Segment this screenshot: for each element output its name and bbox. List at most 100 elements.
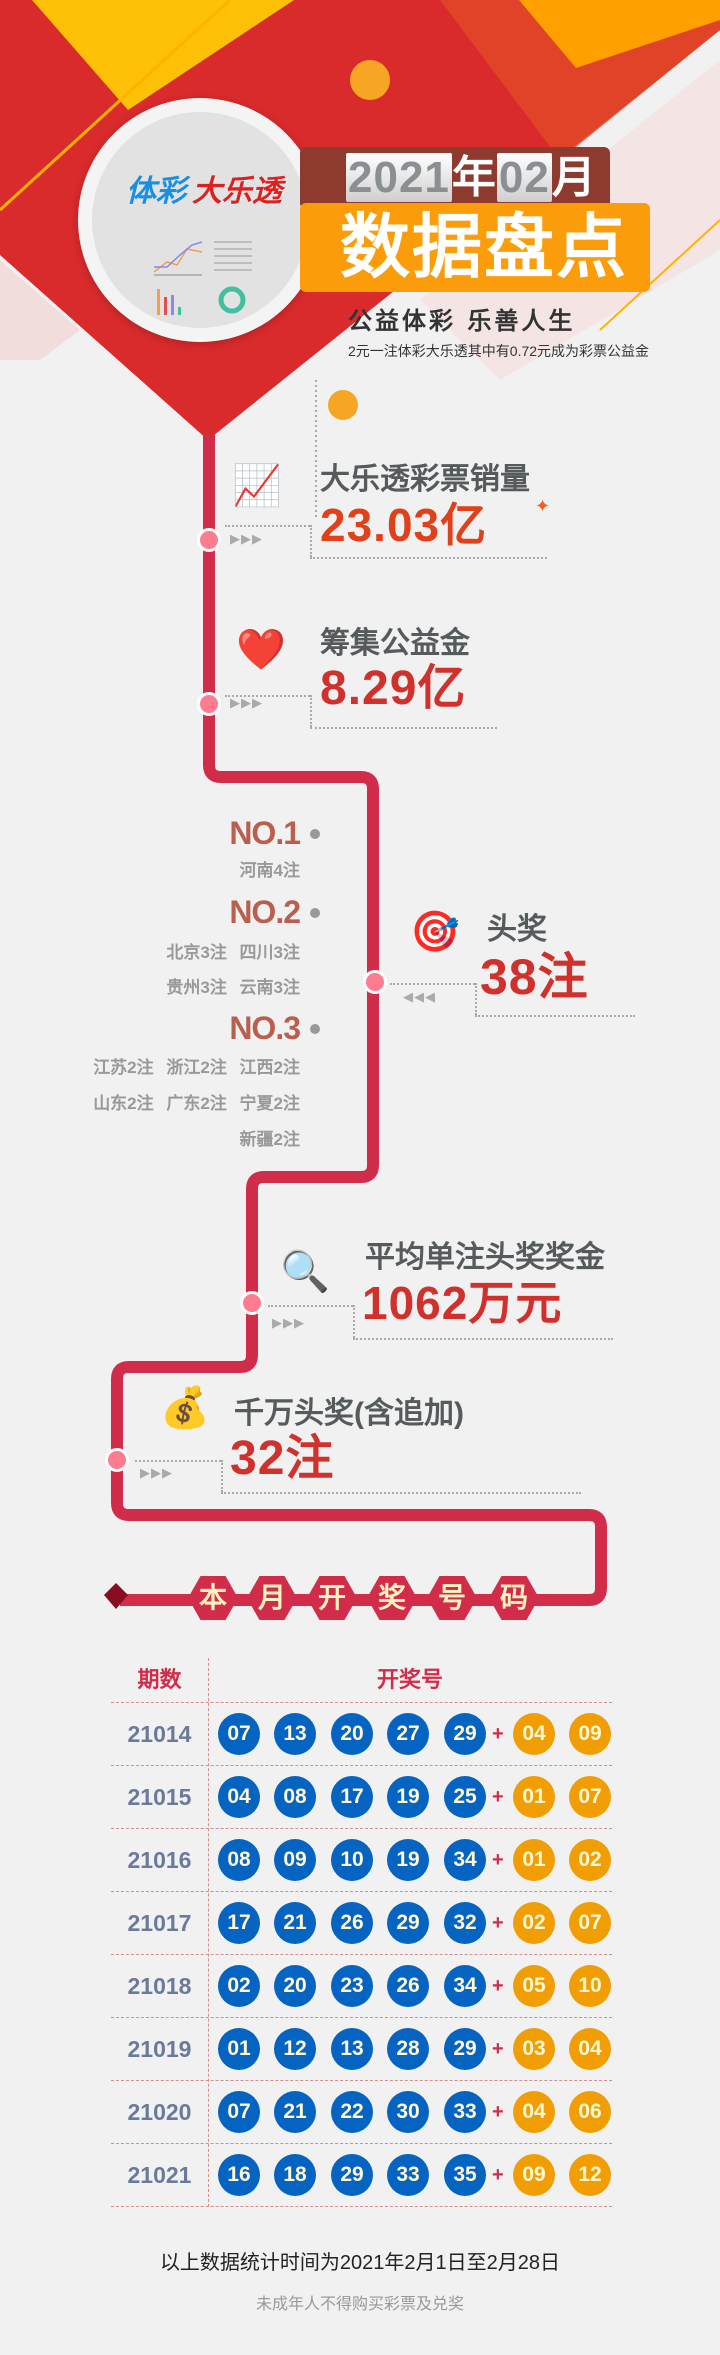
coin-pile-icon: 💰 (160, 1386, 210, 1430)
back-ball: 05 (513, 1965, 555, 2007)
front-ball: 20 (331, 1713, 373, 1755)
front-ball: 08 (274, 1776, 316, 1818)
front-ball: 12 (274, 2028, 316, 2070)
plus-sign: + (492, 2164, 504, 2186)
front-ball: 16 (218, 2154, 260, 2196)
table-header-period: 期数 (137, 1667, 182, 1692)
target-icon: 🎯 (410, 910, 460, 954)
front-ball: 22 (331, 2091, 373, 2133)
sales-label: 大乐透彩票销量 (320, 463, 530, 496)
plus-sign: + (492, 1723, 504, 1745)
back-ball: 09 (513, 2154, 555, 2196)
row-divider (111, 2017, 612, 2018)
row-divider (111, 1828, 612, 1829)
front-ball: 29 (331, 2154, 373, 2196)
page-title: 数据盘点 (300, 203, 650, 292)
front-ball: 07 (218, 2091, 260, 2133)
timeline-node (105, 1448, 129, 1472)
section-title-char: 奖 (367, 1576, 417, 1620)
table-row-period: 21016 (127, 1847, 192, 1873)
timeline-node (363, 970, 387, 994)
table-header-numbers: 开奖号 (376, 1667, 443, 1692)
rank-3-line: 新疆2注 (239, 1130, 300, 1149)
avg-prize-label: 平均单注头奖奖金 (365, 1241, 605, 1274)
front-ball: 20 (274, 1965, 316, 2007)
timeline-node (197, 692, 221, 716)
arrow-right-icon: ▶▶▶ (140, 1465, 173, 1480)
back-ball: 01 (513, 1776, 555, 1818)
rank-1: NO.1 (229, 815, 301, 851)
diamond-marker (104, 1583, 128, 1609)
front-ball: 08 (218, 1839, 260, 1881)
front-ball: 19 (387, 1839, 429, 1881)
logo-circle: 体彩大乐透 (78, 98, 322, 342)
front-ball: 18 (274, 2154, 316, 2196)
back-ball: 02 (569, 1839, 611, 1881)
fund-value: 8.29亿 (320, 662, 467, 715)
arrow-right-icon: ▶▶▶ (272, 1315, 305, 1330)
front-ball: 21 (274, 1902, 316, 1944)
arrow-left-icon: ◀◀◀ (403, 989, 436, 1004)
magnifier-coins-icon: 🔍 (280, 1250, 330, 1294)
front-ball: 09 (274, 1839, 316, 1881)
back-ball: 04 (569, 2028, 611, 2070)
rank-2-line: 贵州3注 云南3注 (166, 978, 300, 997)
arrow-right-icon: ▶▶▶ (230, 695, 263, 710)
front-ball: 25 (444, 1776, 486, 1818)
front-ball: 34 (444, 1965, 486, 2007)
sales-chart-icon: 📈 (232, 464, 282, 508)
plus-sign: + (492, 2038, 504, 2060)
front-ball: 02 (218, 1965, 260, 2007)
section-title-char: 月 (247, 1576, 297, 1620)
rank-1-line: 河南4注 (239, 861, 300, 880)
row-divider (111, 2080, 612, 2081)
front-ball: 13 (274, 1713, 316, 1755)
table-row-period: 21020 (127, 2099, 192, 2125)
front-ball: 23 (331, 1965, 373, 2007)
row-divider (111, 1891, 612, 1892)
sparkle-icon: ✦ (535, 496, 551, 516)
rank-2: NO.2 (229, 894, 301, 930)
footer-note: 以上数据统计时间为2021年2月1日至2月28日 (159, 2252, 561, 2274)
front-ball: 27 (387, 1713, 429, 1755)
coin-icon (350, 60, 390, 100)
front-ball: 32 (444, 1902, 486, 1944)
coin-icon (328, 390, 358, 420)
section-title-char: 本 (188, 1576, 238, 1620)
rank-3-line: 山东2注 广东2注 宁夏2注 (93, 1094, 300, 1113)
back-ball: 06 (569, 2091, 611, 2133)
front-ball: 19 (387, 1776, 429, 1818)
section-title-char: 开 (307, 1576, 357, 1620)
footer-warning: 未成年人不得购买彩票及兑奖 (255, 2296, 464, 2313)
front-ball: 17 (331, 1776, 373, 1818)
plus-sign: + (492, 1912, 504, 1934)
front-ball: 26 (387, 1965, 429, 2007)
table-row-period: 21017 (127, 1910, 192, 1936)
rank-3: NO.3 (229, 1010, 301, 1046)
section-title-char: 号 (427, 1576, 477, 1620)
front-ball: 34 (444, 1839, 486, 1881)
back-ball: 10 (569, 1965, 611, 2007)
back-ball: 09 (569, 1713, 611, 1755)
plus-sign: + (492, 1849, 504, 1871)
subtitle: 2元一注体彩大乐透其中有0.72元成为彩票公益金 (348, 343, 650, 359)
row-divider (111, 1954, 612, 1955)
front-ball: 33 (387, 2154, 429, 2196)
timeline-node (197, 528, 221, 552)
back-ball: 07 (569, 1902, 611, 1944)
jackpot-label: 头奖 (487, 913, 547, 946)
front-ball: 04 (218, 1776, 260, 1818)
table-row-period: 21019 (127, 2036, 192, 2062)
chart-icons (153, 241, 252, 315)
front-ball: 01 (218, 2028, 260, 2070)
back-ball: 04 (513, 1713, 555, 1755)
rank-2-line: 北京3注 四川3注 (166, 943, 300, 962)
front-ball: 13 (331, 2028, 373, 2070)
back-ball: 02 (513, 1902, 555, 1944)
timeline-node (240, 1291, 264, 1315)
jackpot-value: 38注 (480, 949, 589, 1005)
back-ball: 01 (513, 1839, 555, 1881)
row-divider (111, 1765, 612, 1766)
slogan: 公益体彩 乐善人生 (348, 306, 576, 335)
ten-million-label: 千万头奖(含追加) (234, 1397, 464, 1430)
